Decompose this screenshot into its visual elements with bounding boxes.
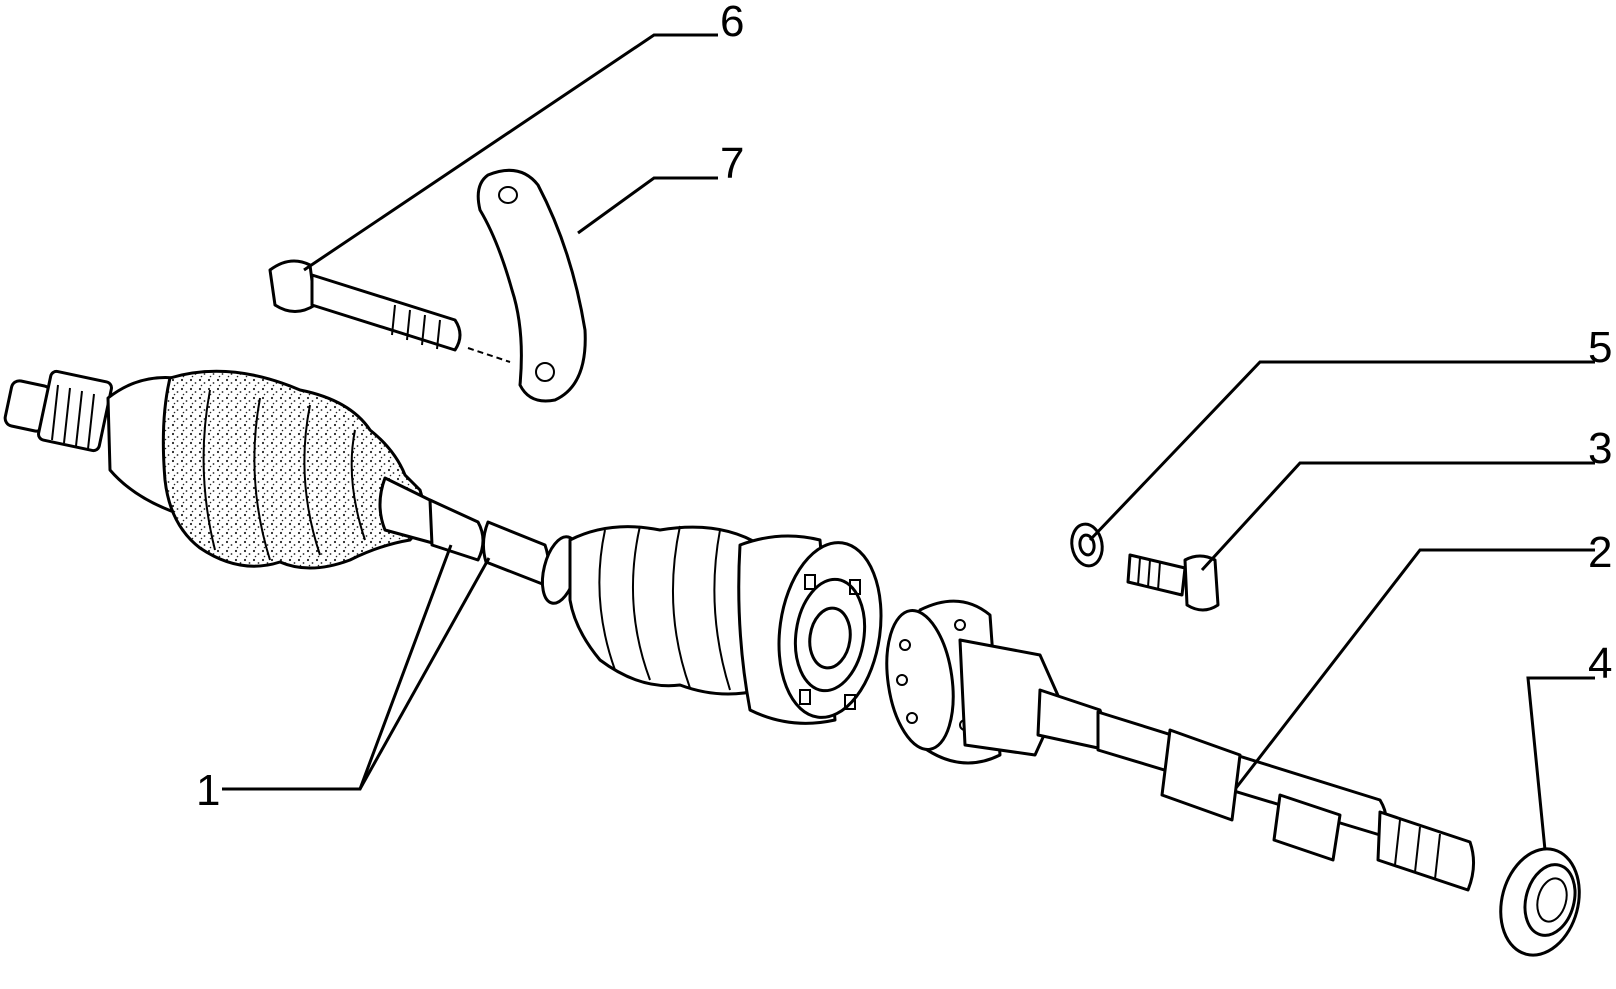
callout-7: 7	[720, 139, 744, 188]
bolt-6	[268, 259, 511, 363]
callout-4: 4	[1588, 639, 1612, 688]
screw-3	[1126, 553, 1220, 612]
leader-lines	[222, 33, 1595, 851]
callout-6: 6	[720, 0, 744, 46]
driveshaft-outer-joint	[481, 520, 883, 725]
stub-shaft-2	[885, 599, 1475, 892]
seal-4	[1499, 847, 1581, 957]
callout-5: 5	[1588, 323, 1612, 372]
bracket-7	[476, 168, 587, 403]
callout-1: 1	[196, 766, 220, 815]
callout-3: 3	[1588, 424, 1612, 473]
callout-2: 2	[1588, 528, 1612, 577]
driveshaft-inner-joint	[3, 369, 485, 570]
